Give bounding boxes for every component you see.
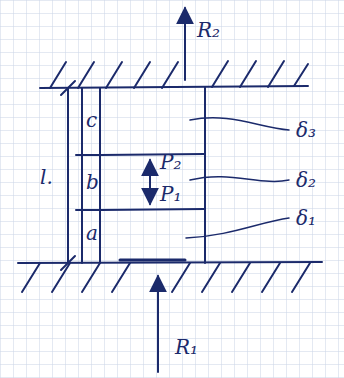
force-arrow-up (149, 160, 151, 188)
reaction-arrow-bottom (157, 276, 159, 372)
force-arrow-down (149, 188, 151, 204)
bar-outline (100, 87, 205, 263)
force-label: P₁ (160, 182, 181, 206)
strain-label: δ₁ (296, 206, 316, 230)
section-lines (100, 154, 205, 210)
top-hatching (50, 61, 308, 88)
ink-drawing (18, 8, 322, 372)
strain-label: δ₂ (296, 168, 316, 192)
reaction-label: R₂ (197, 18, 220, 42)
reaction-arrow-top (184, 8, 186, 80)
force-label: P₂ (160, 150, 181, 174)
leader-line (190, 118, 289, 130)
leader-line (186, 218, 289, 238)
section-label: b (86, 170, 99, 194)
length-dimension (61, 81, 75, 270)
leader-line (190, 177, 289, 182)
section-label: a (86, 221, 98, 245)
bottom-hatching (22, 263, 310, 292)
length-label: l. (40, 165, 53, 189)
reaction-label: R₁ (175, 335, 198, 359)
bar-base (120, 259, 185, 262)
section-label: c (86, 108, 97, 132)
bottom-wall (18, 262, 322, 263)
strain-label: δ₃ (296, 118, 316, 142)
section-dimension (76, 88, 100, 263)
